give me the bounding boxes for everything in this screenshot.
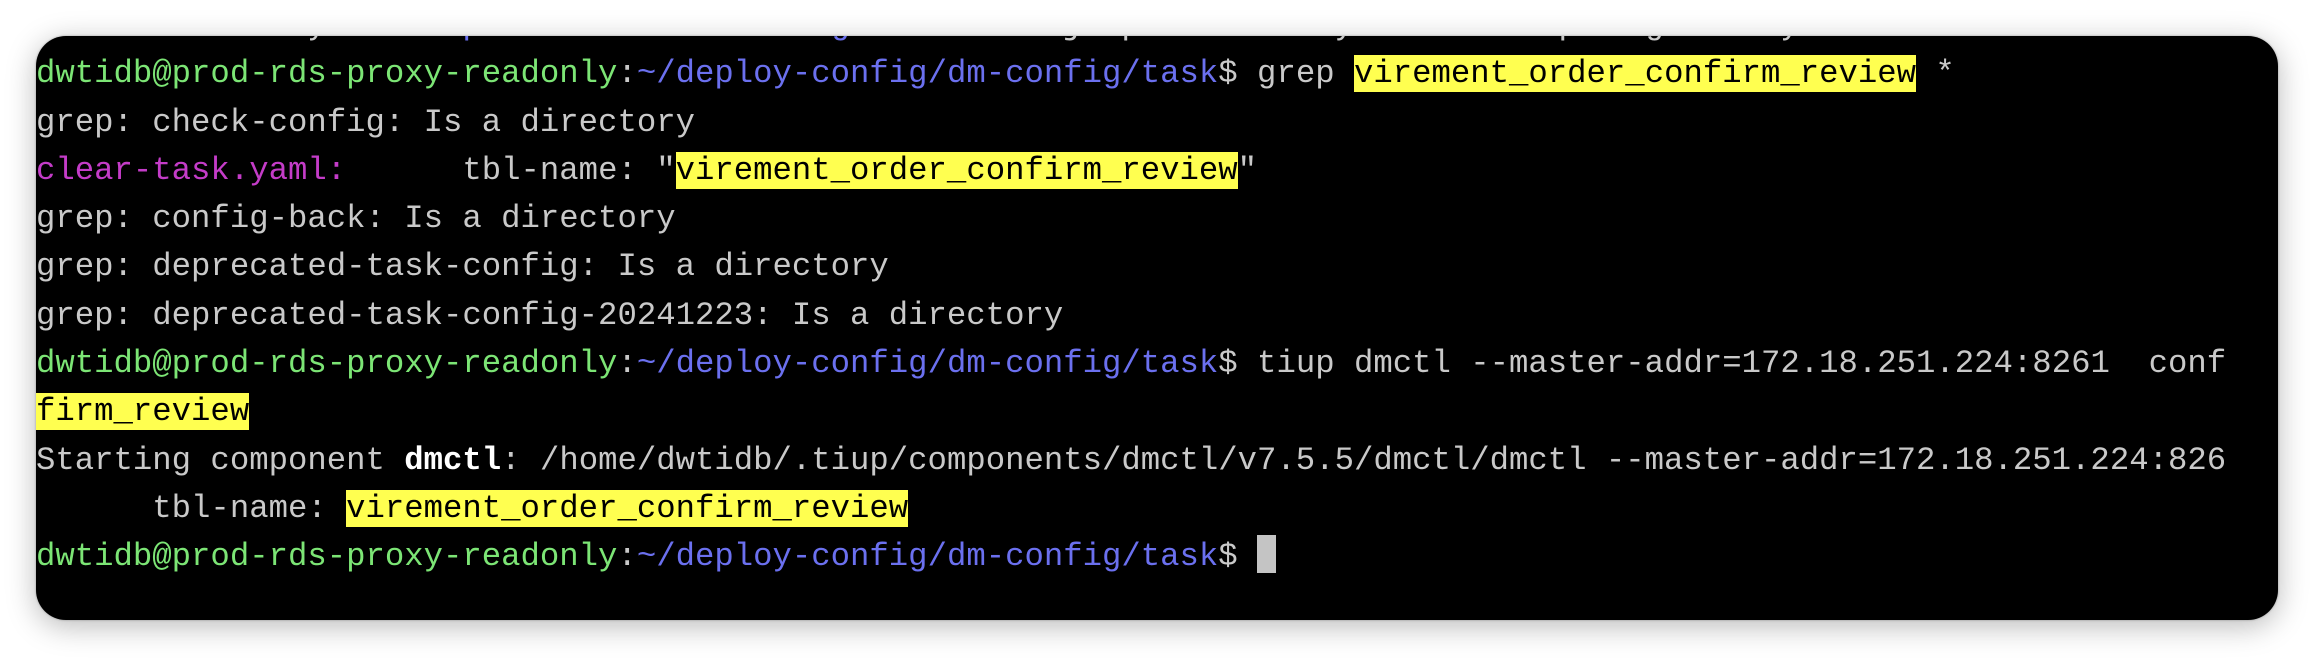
output-text: p dmbchm task.yaml: [36, 36, 424, 44]
output-text: :: [617, 538, 637, 576]
output-text: grep: check-config: Is a directory: [36, 103, 695, 141]
prompt-path: deprecated-task-config-20241223: [424, 36, 1025, 44]
terminal-line: firm_review: [36, 388, 2278, 436]
search-highlight: virement_order_confirm_review: [675, 151, 1238, 189]
terminal-line: dwtidb@prod-rds-proxy-readonly:~/deploy-…: [36, 50, 2278, 98]
terminal-cursor: [1257, 535, 1277, 574]
terminal-line: grep: config-back: Is a directory: [36, 195, 2278, 243]
output-text: grep: deprecated-task-config-20241223: I…: [36, 296, 1064, 334]
output-text: grep: deprecated-task-config: Is a direc…: [36, 248, 889, 286]
output-text: grep: config-back: Is a directory: [36, 200, 676, 238]
filename: clear-task.yaml:: [36, 151, 347, 189]
terminal-line: clear-task.yaml: tbl-name: "virement_ord…: [36, 147, 2278, 195]
output-text: $ tiup dmctl --master-addr=172.18.251.22…: [1218, 345, 2227, 383]
terminal-window[interactable]: p dmbchm task.yaml deprecated-task-confi…: [36, 36, 2278, 620]
terminal-line: grep: deprecated-task-config-20241223: I…: [36, 292, 2278, 340]
prompt-path: ~/deploy-config/dm-config/task: [636, 345, 1219, 383]
prompt-user-host: dwtidb@prod-rds-proxy-readonly: [36, 538, 618, 576]
prompt-user-host: dwtidb@prod-rds-proxy-readonly: [36, 345, 618, 383]
terminal-line: grep: deprecated-task-config: Is a direc…: [36, 243, 2278, 291]
prompt-user-host: dwtidb@prod-rds-proxy-readonly: [36, 55, 618, 93]
output-text: : /home/dwtidb/.tiup/components/dmctl/v7…: [501, 441, 2227, 479]
output-text: jumpserl task.yaml qiming task.yaml ha: [1024, 36, 2051, 44]
terminal-line: Starting component dmctl: /home/dwtidb/.…: [36, 437, 2278, 485]
output-text: tbl-name:: [36, 489, 347, 527]
prompt-path: ~/deploy-config/dm-config/task: [636, 55, 1219, 93]
output-text: Starting component: [36, 441, 405, 479]
output-text: *: [1916, 55, 1955, 93]
terminal-line: dwtidb@prod-rds-proxy-readonly:~/deploy-…: [36, 533, 2278, 581]
bold-text: dmctl: [404, 441, 502, 479]
terminal-line: p dmbchm task.yaml deprecated-task-confi…: [36, 36, 2278, 50]
search-highlight: firm_review: [36, 393, 250, 431]
output-text: $: [1218, 538, 1258, 576]
search-highlight: virement_order_confirm_review: [346, 489, 909, 527]
terminal-line: grep: check-config: Is a directory: [36, 99, 2278, 147]
output-text: ": [1237, 151, 1258, 189]
output-text: :: [617, 345, 637, 383]
terminal-line: dwtidb@prod-rds-proxy-readonly:~/deploy-…: [36, 340, 2278, 388]
search-highlight: virement_order_confirm_review: [1353, 55, 1917, 93]
terminal-line: tbl-name: virement_order_confirm_review: [36, 485, 2278, 533]
output-text: $ grep: [1218, 55, 1354, 93]
prompt-path: ~/deploy-config/dm-config/task: [636, 538, 1219, 576]
output-text: tbl-name: ": [346, 151, 676, 189]
terminal-output[interactable]: p dmbchm task.yaml deprecated-task-confi…: [36, 36, 2278, 582]
output-text: :: [617, 55, 637, 93]
